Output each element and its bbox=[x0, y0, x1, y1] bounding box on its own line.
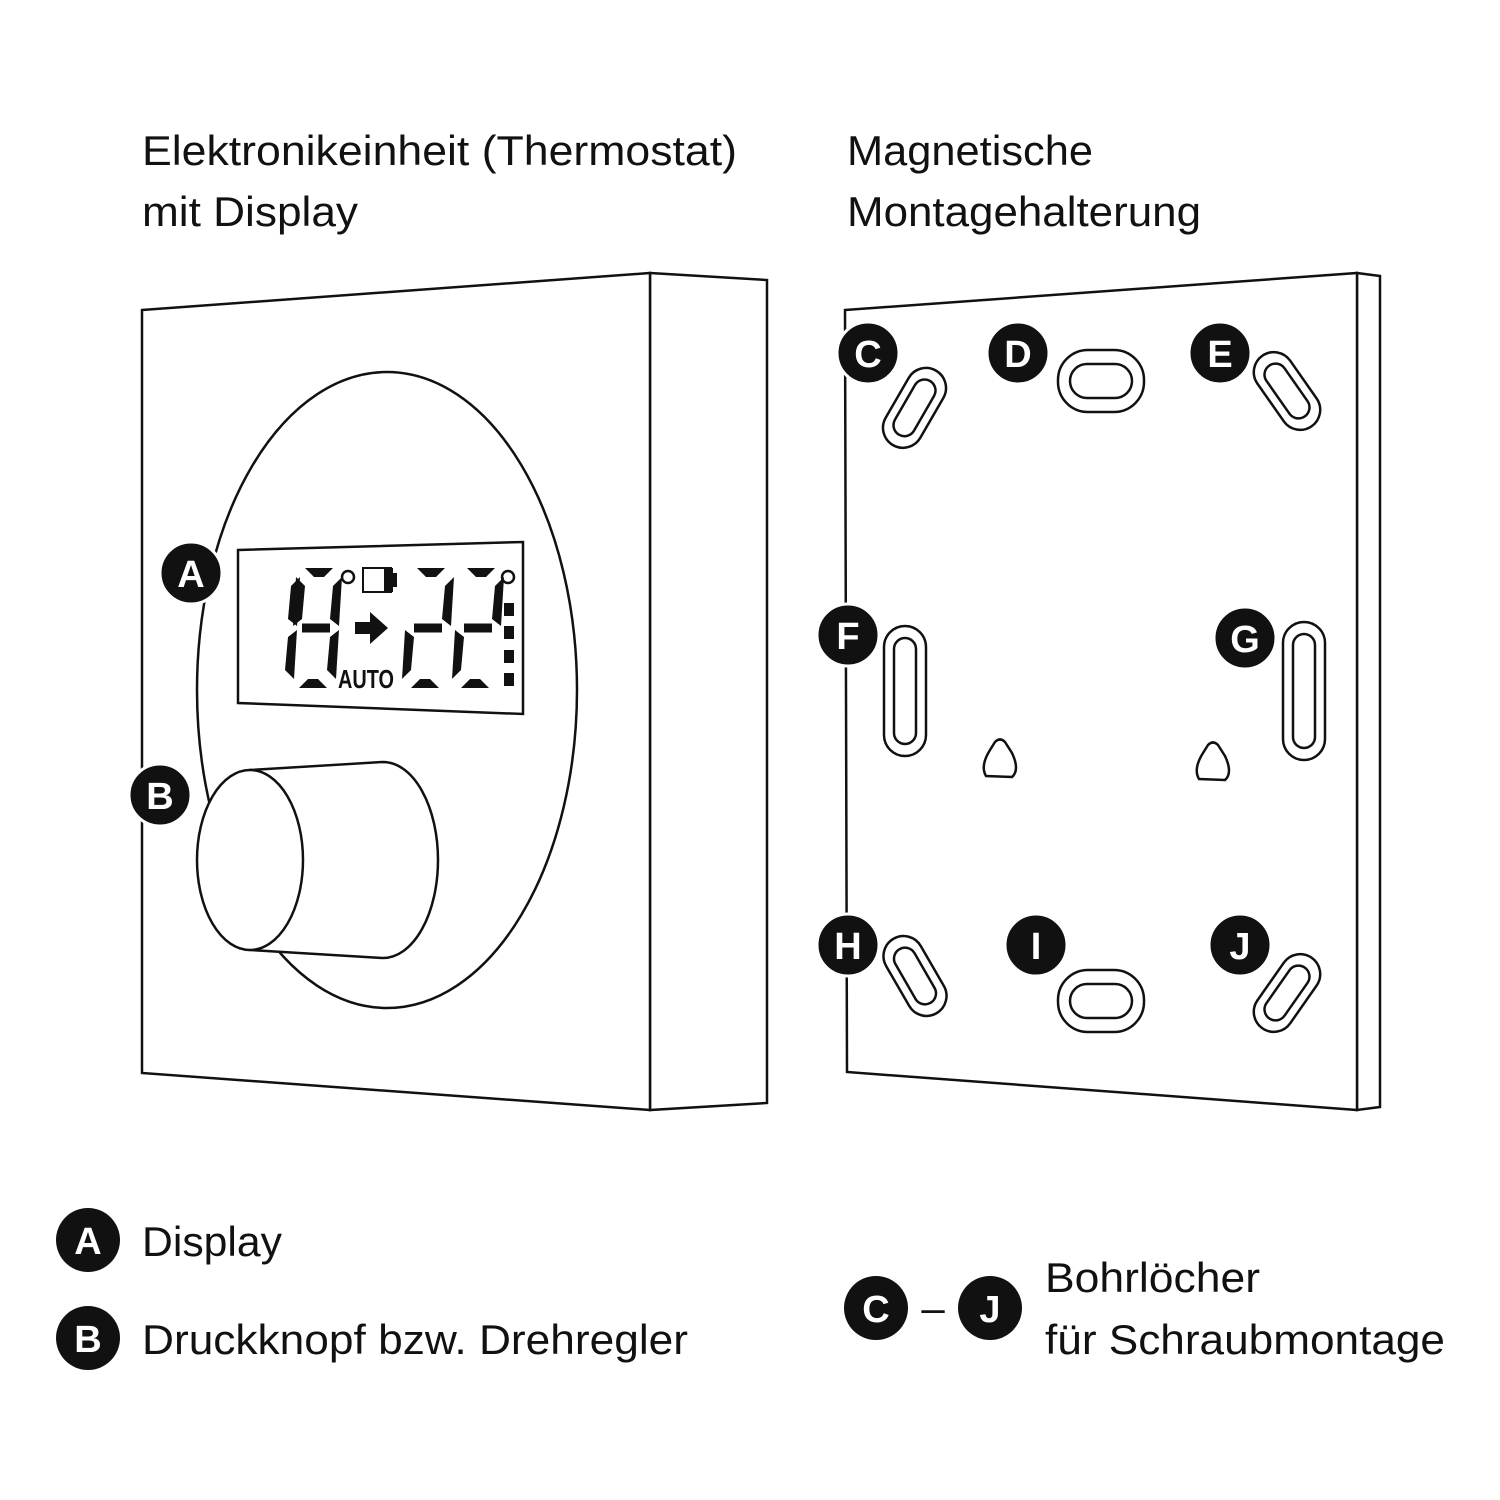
arrow-right-icon bbox=[355, 612, 388, 644]
title-mount-2: Montagehalterung bbox=[847, 188, 1201, 235]
legend-b-text: Druckknopf bzw. Drehregler bbox=[142, 1316, 688, 1363]
mounting-plate bbox=[843, 271, 1382, 1112]
screw-hole-h bbox=[882, 934, 948, 1018]
lcd-segment bbox=[452, 630, 464, 679]
screw-hole-i bbox=[1056, 968, 1146, 1034]
marker-letter: G bbox=[1230, 619, 1260, 661]
lcd-segment bbox=[302, 623, 330, 633]
degree-symbol bbox=[340, 569, 356, 585]
battery-icon bbox=[362, 567, 397, 593]
screw-hole-g bbox=[1281, 620, 1327, 762]
lcd-segment bbox=[402, 630, 414, 679]
marker-letter: B bbox=[146, 776, 173, 818]
screw-hole-f bbox=[882, 624, 928, 758]
magnet-triangle bbox=[1195, 741, 1231, 782]
marker-letter: C bbox=[854, 334, 881, 376]
lcd-segment bbox=[464, 623, 492, 633]
mode-auto: AUTO bbox=[338, 664, 394, 694]
thermostat-unit: AUTO bbox=[140, 271, 769, 1112]
marker-h: H bbox=[815, 912, 881, 978]
lcd-segment bbox=[414, 623, 442, 633]
marker-a: A bbox=[158, 540, 224, 606]
marker-c: C bbox=[835, 320, 901, 386]
lcd-segment bbox=[293, 577, 305, 626]
marker-i: I bbox=[1003, 912, 1069, 978]
lcd-segment bbox=[417, 568, 445, 577]
lcd-segment bbox=[327, 630, 339, 679]
legend-j-letter: J bbox=[979, 1289, 1000, 1331]
marker-e: E bbox=[1187, 320, 1253, 386]
legend-b-letter: B bbox=[74, 1319, 101, 1361]
screw-hole-e bbox=[1252, 350, 1322, 432]
marker-j: J bbox=[1207, 912, 1273, 978]
legend: A Display B Druckknopf bzw. Drehregler C… bbox=[56, 1208, 1445, 1370]
level-bars bbox=[504, 603, 514, 686]
title-mount-1: Magnetische bbox=[847, 127, 1093, 174]
screw-hole-d bbox=[1056, 348, 1146, 414]
legend-dash: – bbox=[921, 1284, 945, 1331]
marker-letter: F bbox=[836, 616, 859, 658]
marker-g: G bbox=[1212, 605, 1278, 671]
knob[interactable] bbox=[195, 760, 440, 960]
lcd-segment bbox=[299, 679, 327, 688]
lcd-segment bbox=[442, 577, 454, 626]
lcd-segment bbox=[492, 577, 504, 626]
title-thermostat-2: mit Display bbox=[142, 188, 358, 235]
legend-a-text: Display bbox=[142, 1218, 282, 1265]
marker-letter: J bbox=[1229, 926, 1250, 968]
marker-letter: D bbox=[1004, 334, 1031, 376]
lcd-digits bbox=[285, 568, 504, 688]
screw-hole-c bbox=[881, 366, 948, 450]
lcd-segment bbox=[411, 679, 439, 688]
marker-letter: I bbox=[1031, 926, 1042, 968]
legend-cj-text-2: für Schraubmontage bbox=[1045, 1316, 1445, 1363]
legend-a-letter: A bbox=[74, 1221, 101, 1263]
title-thermostat-1: Elektronikeinheit (Thermostat) bbox=[142, 127, 737, 174]
magnet-triangle bbox=[982, 738, 1018, 779]
lcd-segment bbox=[467, 568, 495, 577]
marker-d: D bbox=[985, 320, 1051, 386]
lcd-segment bbox=[305, 568, 333, 577]
screw-hole-j bbox=[1252, 952, 1322, 1034]
lcd-segment bbox=[285, 630, 297, 679]
marker-f: F bbox=[815, 602, 881, 668]
lcd-segment bbox=[330, 577, 342, 626]
marker-letter: H bbox=[834, 926, 861, 968]
legend-c-letter: C bbox=[862, 1289, 889, 1331]
legend-cj-text-1: Bohrlöcher bbox=[1045, 1254, 1260, 1301]
lcd-segment bbox=[461, 679, 489, 688]
marker-b: B bbox=[127, 762, 193, 828]
marker-letter: E bbox=[1207, 334, 1232, 376]
marker-letter: A bbox=[177, 554, 204, 596]
degree-symbol bbox=[500, 569, 516, 585]
